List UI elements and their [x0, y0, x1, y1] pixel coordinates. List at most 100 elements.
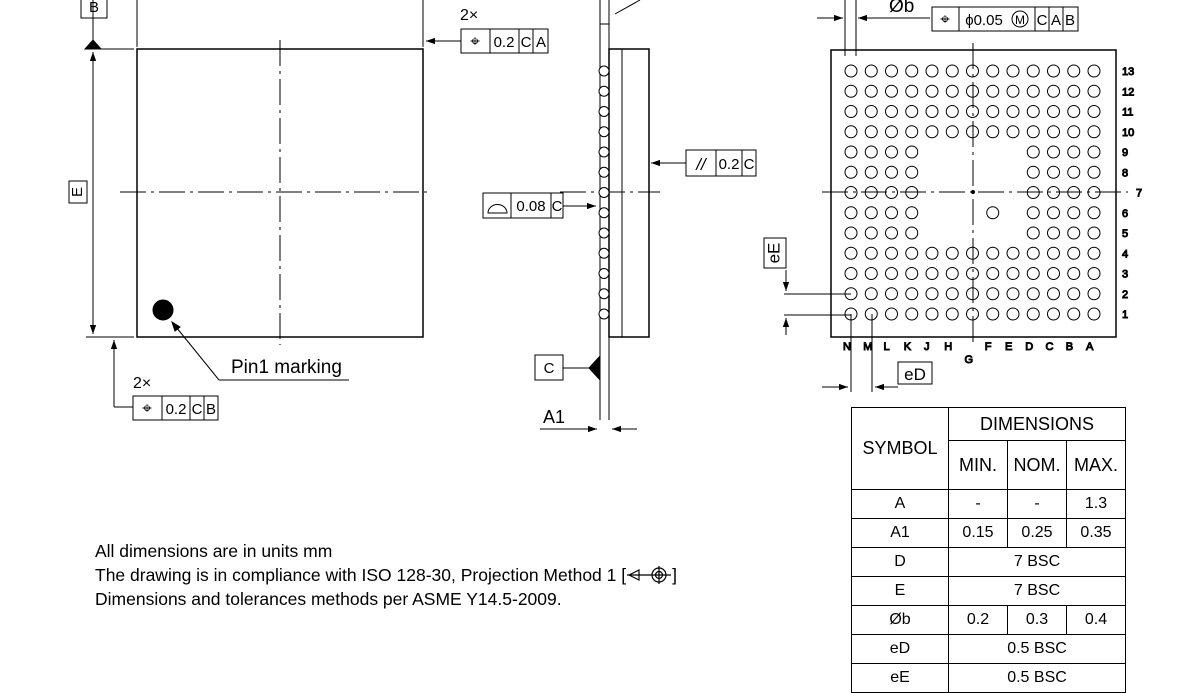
solder-ball: [966, 105, 979, 118]
fcf-bottom: [132, 395, 219, 421]
solder-ball: [945, 84, 959, 98]
table-cell: 1.3: [1066, 489, 1126, 519]
header-nom: NOM.: [1007, 440, 1067, 490]
solder-ball: [925, 267, 939, 280]
table-cell: A: [851, 489, 949, 519]
solder-ball: [864, 246, 878, 260]
solder-ball: [844, 84, 858, 98]
solder-ball: [1047, 246, 1060, 260]
dimensions-title: DIMENSIONS: [948, 407, 1126, 441]
column-label: F: [985, 341, 992, 353]
fcf-top-count: 2×: [460, 7, 478, 24]
solder-ball: [885, 105, 898, 118]
solder-ball: [1047, 307, 1060, 321]
solder-ball: [1026, 246, 1040, 260]
solder-ball: [885, 246, 898, 260]
table-cell: 7 BSC: [948, 576, 1126, 606]
solder-ball: [844, 226, 858, 240]
side-solder-ball: [598, 187, 610, 198]
solder-ball: [925, 125, 939, 139]
side-solder-ball: [598, 146, 610, 158]
fcf-ball-datum-3: B: [1065, 12, 1075, 29]
solder-ball: [986, 246, 1000, 260]
position-icon: ⌖: [142, 399, 152, 418]
solder-ball: [1047, 287, 1060, 301]
solder-ball: [885, 226, 898, 240]
solder-ball: [1067, 206, 1081, 220]
table-cell: 0.15: [948, 518, 1008, 548]
solder-ball: [966, 307, 979, 321]
table-cell: 0.35: [1066, 518, 1126, 548]
solder-ball: [925, 84, 939, 98]
header-max: MAX.: [1066, 440, 1126, 490]
solder-ball: [905, 246, 919, 260]
solder-ball: [945, 246, 959, 260]
solder-ball: [925, 287, 939, 301]
solder-ball: [1047, 186, 1060, 199]
datum-b-box: [80, 0, 108, 19]
solder-ball: [844, 145, 858, 159]
solder-ball: [1006, 125, 1020, 139]
solder-ball: [844, 105, 858, 118]
table-cell: 0.5 BSC: [948, 663, 1126, 693]
solder-ball: [885, 287, 898, 301]
position-icon: ⌖: [470, 32, 480, 51]
datum-c-triangle: [588, 354, 601, 382]
table-cell: D: [851, 547, 949, 577]
solder-ball: [1026, 125, 1040, 139]
solder-ball: [905, 267, 919, 280]
row-label: 13: [1122, 66, 1134, 78]
solder-ball: [1006, 267, 1020, 280]
solder-ball: [1087, 125, 1101, 139]
fcf-ball: [931, 6, 1079, 32]
solder-ball: [1026, 84, 1040, 98]
solder-ball: [1067, 246, 1081, 260]
solder-ball: [1006, 84, 1020, 98]
solder-ball: [986, 287, 1000, 301]
solder-ball: [844, 186, 858, 199]
solder-ball: [844, 206, 858, 220]
column-label: B: [1066, 341, 1073, 353]
pin1-label: Pin1 marking: [231, 357, 342, 378]
ball-grid: [844, 64, 1101, 321]
solder-ball: [864, 206, 878, 220]
solder-ball: [945, 125, 959, 139]
solder-ball: [905, 206, 919, 220]
solder-ball: [1047, 267, 1060, 280]
column-label: C: [1046, 341, 1054, 353]
mmc-modifier: M: [1015, 13, 1025, 27]
solder-ball: [1087, 267, 1101, 280]
table-cell: eE: [851, 663, 949, 693]
solder-ball: [986, 84, 1000, 98]
solder-ball: [1087, 226, 1101, 240]
solder-ball: [864, 226, 878, 240]
table-cell: -: [1007, 489, 1067, 519]
header-min: MIN.: [948, 440, 1008, 490]
solder-ball: [905, 226, 919, 240]
table-cell: 0.3: [1007, 605, 1067, 635]
side-solder-ball: [598, 85, 610, 97]
solder-ball: [986, 64, 1000, 78]
side-solder-ball: [598, 268, 610, 279]
solder-ball: [966, 287, 979, 301]
a1-label: A1: [543, 407, 565, 427]
ball-diameter-label: Øb: [889, 0, 914, 17]
solder-ball: [905, 84, 919, 98]
fcf-bottom-tolerance: 0.2: [166, 401, 187, 418]
solder-ball: [925, 64, 939, 78]
symbol-header: SYMBOL: [851, 407, 949, 490]
solder-ball: [1026, 165, 1040, 179]
solder-ball: [966, 246, 979, 260]
fcf-bottom-datum-2: B: [206, 401, 216, 418]
solder-ball: [844, 246, 858, 260]
ee-label: eE: [764, 243, 783, 264]
row-label: 3: [1122, 269, 1128, 281]
solder-ball: [1006, 246, 1020, 260]
solder-ball: [844, 267, 858, 280]
row-label: 1: [1122, 309, 1128, 321]
fcf-parallelism-datum: C: [744, 156, 755, 173]
